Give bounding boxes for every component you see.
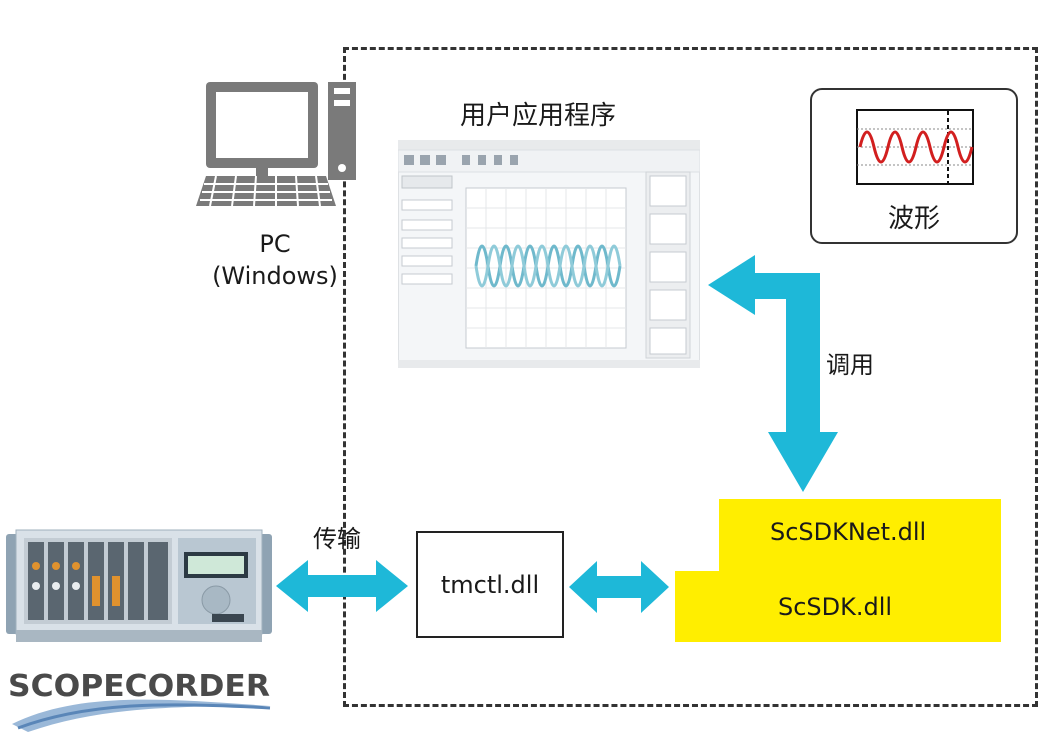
pc-label-line1: PC [259, 230, 291, 258]
scsdknet-dll-label: ScSDKNet.dll [770, 518, 927, 546]
scopecorder-logo-text: SCOPECORDER [8, 669, 270, 704]
pc-label-line2: (Windows) [212, 262, 338, 290]
waveform-label: 波形 [887, 204, 940, 234]
scopecorder-device [6, 529, 272, 642]
dll-link-arrow [569, 561, 669, 613]
call-label: 调用 [826, 351, 874, 379]
scsdk-dll-block [675, 499, 1001, 642]
call-arrow [708, 255, 838, 492]
waveform-icon [856, 109, 974, 185]
transfer-label: 传输 [313, 525, 361, 553]
computer-icon [196, 82, 356, 207]
transfer-arrow [276, 560, 408, 612]
pc-label: PC (Windows) [195, 228, 355, 292]
scsdk-dll-label: ScSDK.dll [778, 593, 893, 621]
tmctl-dll-label: tmctl.dll [440, 570, 540, 599]
scopecorder-logo: SCOPECORDER [8, 669, 271, 732]
pc-boundary-frame [343, 47, 1038, 707]
app-screenshot [398, 140, 700, 368]
tmctl-dll-box: tmctl.dll [416, 531, 564, 638]
app-title: 用户应用程序 [460, 101, 617, 131]
